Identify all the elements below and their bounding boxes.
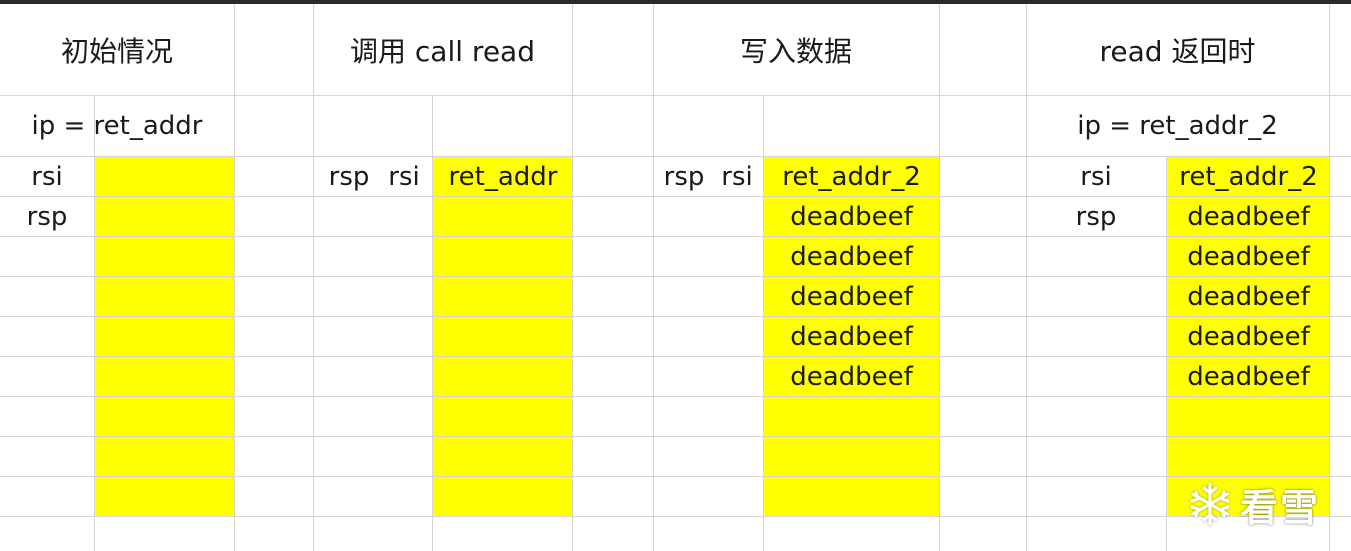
ip-value-initial: ip = ret_addr xyxy=(31,111,203,141)
rsp-label-return: rsp xyxy=(1075,202,1117,232)
grid-row-line xyxy=(0,236,1351,237)
rsp-label-call: rsp xyxy=(328,162,370,192)
grid-col-line xyxy=(432,96,433,551)
rsp-label-initial: rsp xyxy=(26,202,68,232)
grid-col-line xyxy=(1166,157,1167,551)
grid-row-line xyxy=(0,476,1351,477)
stack-slot-write: deadbeef xyxy=(790,362,913,392)
rsi-label-write: rsi xyxy=(721,162,753,192)
stack-slot-return: deadbeef xyxy=(1187,362,1310,392)
header-call: 调用 call read xyxy=(350,34,535,68)
stack-slot-write: deadbeef xyxy=(790,322,913,352)
stack-slot-return: deadbeef xyxy=(1187,282,1310,312)
grid-col-line xyxy=(313,0,314,551)
stack-slot-return: deadbeef xyxy=(1187,202,1310,232)
ip-value-return: ip = ret_addr_2 xyxy=(1077,111,1278,141)
grid-col-line xyxy=(234,0,235,551)
top-border xyxy=(0,0,1351,4)
stack-slot-return: deadbeef xyxy=(1187,322,1310,352)
rsp-label-write: rsp xyxy=(663,162,705,192)
stack-slot-write: deadbeef xyxy=(790,242,913,272)
stack-slot-return: ret_addr_2 xyxy=(1179,162,1318,192)
grid-row-line xyxy=(0,436,1351,437)
header-initial: 初始情况 xyxy=(60,34,173,68)
grid-row-line xyxy=(0,276,1351,277)
grid-row-line xyxy=(0,316,1351,317)
grid-row-line xyxy=(0,156,1351,157)
watermark-text: 看雪 xyxy=(1240,485,1321,530)
header-return: read 返回时 xyxy=(1099,34,1256,68)
stack-slot-return: deadbeef xyxy=(1187,242,1310,272)
rsi-label-return: rsi xyxy=(1080,162,1112,192)
grid-row-line xyxy=(0,396,1351,397)
rsi-label-call: rsi xyxy=(388,162,420,192)
grid-col-line xyxy=(653,0,654,551)
snowflake-icon xyxy=(1190,482,1230,526)
stack-slot-write: ret_addr_2 xyxy=(782,162,921,192)
stack-slot-write: deadbeef xyxy=(790,282,913,312)
grid-col-line xyxy=(572,0,573,551)
header-write: 写入数据 xyxy=(739,34,852,68)
stack-column-initial xyxy=(95,157,235,517)
stack-column-call xyxy=(433,157,573,517)
watermark-logo: 看雪 xyxy=(1186,476,1336,532)
rsi-label-initial: rsi xyxy=(31,162,63,192)
grid-col-line xyxy=(1026,0,1027,551)
grid-col-line xyxy=(94,96,95,551)
grid-row-line xyxy=(0,95,1351,96)
grid-row-line xyxy=(0,356,1351,357)
grid-col-line xyxy=(939,0,940,551)
stack-column-write xyxy=(764,157,939,517)
grid-col-line xyxy=(1329,0,1330,551)
stack-column-return xyxy=(1167,157,1330,517)
grid-col-line xyxy=(763,96,764,551)
grid-row-line xyxy=(0,516,1351,517)
grid-row-line xyxy=(0,196,1351,197)
stack-slot-call: ret_addr xyxy=(448,162,558,192)
stack-slot-write: deadbeef xyxy=(790,202,913,232)
